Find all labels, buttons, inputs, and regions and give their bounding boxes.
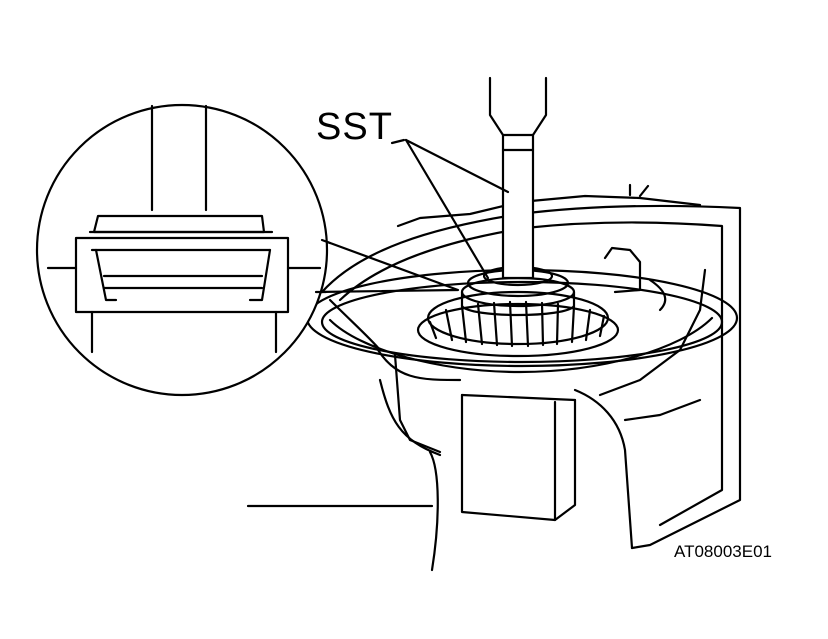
press-support-block bbox=[460, 393, 577, 522]
figure-code: AT08003E01 bbox=[674, 542, 772, 561]
sst-label: SST bbox=[316, 106, 393, 148]
detail-magnifier bbox=[35, 103, 460, 397]
differential-ring-gear bbox=[416, 290, 620, 358]
sst-leader-lines bbox=[390, 138, 510, 280]
sst-tool bbox=[488, 76, 548, 280]
